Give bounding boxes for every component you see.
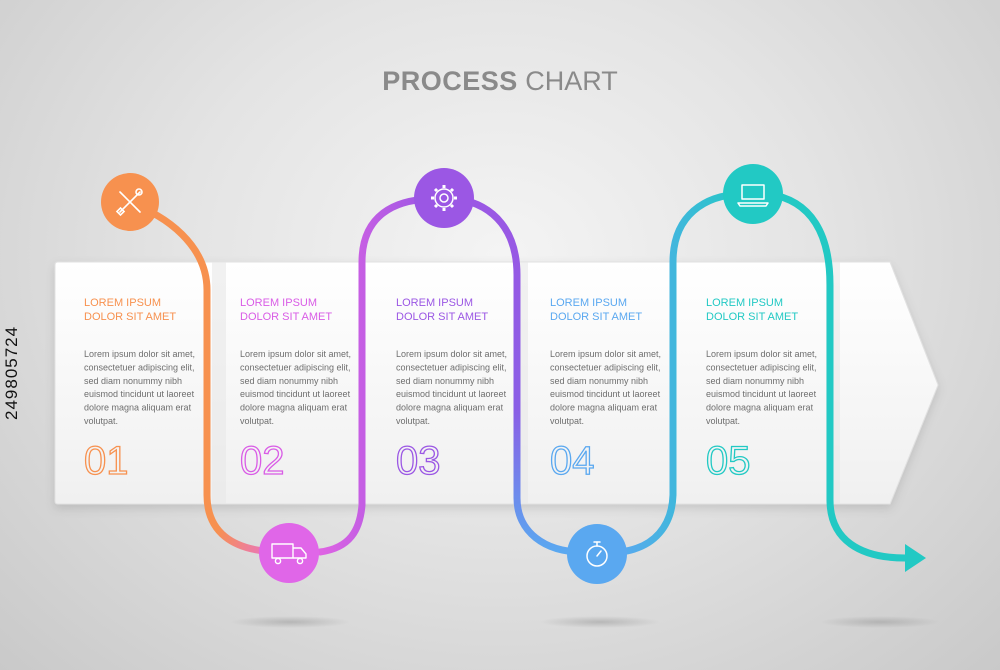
connector-2-3	[316, 195, 434, 556]
step-number: 04	[550, 439, 595, 483]
panel-fold	[212, 262, 226, 504]
step-body-line: euismod tincidunt ut laoreet	[84, 389, 195, 399]
step-body-line: euismod tincidunt ut laoreet	[240, 389, 351, 399]
step-number: 02	[240, 439, 285, 483]
stopwatch-icon	[586, 541, 608, 567]
step-3-node	[414, 168, 474, 228]
step-body-line: dolore magna aliquam erat	[550, 403, 658, 413]
step-body-line: Lorem ipsum dolor sit amet,	[84, 349, 195, 359]
step-body-line: dolore magna aliquam erat	[84, 403, 192, 413]
connector-4-5	[616, 190, 746, 556]
wrench-screwdriver-icon	[115, 188, 143, 217]
step-heading: LOREM IPSUM	[84, 297, 161, 309]
step-body-line: Lorem ipsum dolor sit amet,	[240, 349, 351, 359]
step-body-line: euismod tincidunt ut laoreet	[550, 389, 661, 399]
step-5-column: LOREM IPSUM DOLOR SIT AMET Lorem ipsum dol…	[705, 297, 817, 484]
step-body-line: sed diam nonummy nibh	[84, 376, 182, 386]
step-4-column: LOREM IPSUM DOLOR SIT AMET Lorem ipsum dol…	[549, 297, 661, 484]
step-body-line: consectetuer adipiscing elit,	[240, 362, 351, 372]
page-title: PROCESS CHART	[382, 66, 618, 96]
step-heading: LOREM IPSUM	[706, 297, 783, 309]
step-body-line: volutpat.	[396, 416, 430, 426]
end-arrowhead	[905, 544, 926, 572]
step-heading: DOLOR SIT AMET	[396, 311, 488, 323]
step-3-column: LOREM IPSUM DOLOR SIT AMET Lorem ipsum dol…	[395, 297, 507, 484]
gear-icon	[431, 185, 457, 211]
step-body-line: Lorem ipsum dolor sit amet,	[396, 349, 507, 359]
step-2-node	[259, 523, 319, 583]
step-1-column: LOREM IPSUM DOLOR SIT AMET Lorem ipsum dol…	[83, 297, 195, 484]
step-number: 05	[706, 439, 751, 483]
step-number: 03	[396, 439, 441, 483]
laptop-icon	[737, 184, 769, 207]
step-2-column: LOREM IPSUM DOLOR SIT AMET Lorem ipsum dol…	[239, 297, 351, 484]
step-body-line: Lorem ipsum dolor sit amet,	[550, 349, 661, 359]
step-body-line: sed diam nonummy nibh	[240, 376, 338, 386]
title-bold: PROCESS	[382, 66, 518, 96]
step-1-node	[101, 173, 159, 231]
step-heading: DOLOR SIT AMET	[706, 311, 798, 323]
floor-shadow	[230, 616, 350, 628]
step-body-line: consectetuer adipiscing elit,	[396, 362, 507, 372]
step-body-line: consectetuer adipiscing elit,	[706, 362, 817, 372]
connector-3-4	[454, 195, 586, 556]
floor-shadow	[820, 616, 940, 628]
step-5-node	[723, 164, 783, 224]
step-heading: DOLOR SIT AMET	[240, 311, 332, 323]
step-body-line: dolore magna aliquam erat	[706, 403, 814, 413]
watermark-id: 249805724	[2, 325, 21, 420]
step-body-line: Lorem ipsum dolor sit amet,	[706, 349, 817, 359]
title-light: CHART	[518, 66, 618, 96]
step-body-line: dolore magna aliquam erat	[240, 403, 348, 413]
step-body-line: volutpat.	[84, 416, 118, 426]
step-body-line: euismod tincidunt ut laoreet	[706, 389, 817, 399]
step-body-line: sed diam nonummy nibh	[706, 376, 804, 386]
step-body-line: volutpat.	[706, 416, 740, 426]
step-body-line: volutpat.	[240, 416, 274, 426]
step-heading: DOLOR SIT AMET	[550, 311, 642, 323]
step-body-line: dolore magna aliquam erat	[396, 403, 504, 413]
connector-1-2	[128, 200, 286, 556]
arrow-panel	[54, 261, 939, 505]
step-heading: LOREM IPSUM	[240, 297, 317, 309]
step-body-line: sed diam nonummy nibh	[396, 376, 494, 386]
connector-5-end	[764, 190, 909, 562]
step-heading: LOREM IPSUM	[550, 297, 627, 309]
step-number: 01	[84, 439, 129, 483]
delivery-truck-icon	[271, 543, 307, 565]
step-heading: DOLOR SIT AMET	[84, 311, 176, 323]
step-body-line: sed diam nonummy nibh	[550, 376, 648, 386]
step-body-line: euismod tincidunt ut laoreet	[396, 389, 507, 399]
step-columns: LOREM IPSUM DOLOR SIT AMET Lorem ipsum dol…	[83, 297, 817, 484]
step-body-line: consectetuer adipiscing elit,	[550, 362, 661, 372]
step-heading: LOREM IPSUM	[396, 297, 473, 309]
step-4-node	[567, 524, 627, 584]
step-body-line: volutpat.	[550, 416, 584, 426]
step-body-line: consectetuer adipiscing elit,	[84, 362, 195, 372]
floor-shadow	[540, 616, 660, 628]
